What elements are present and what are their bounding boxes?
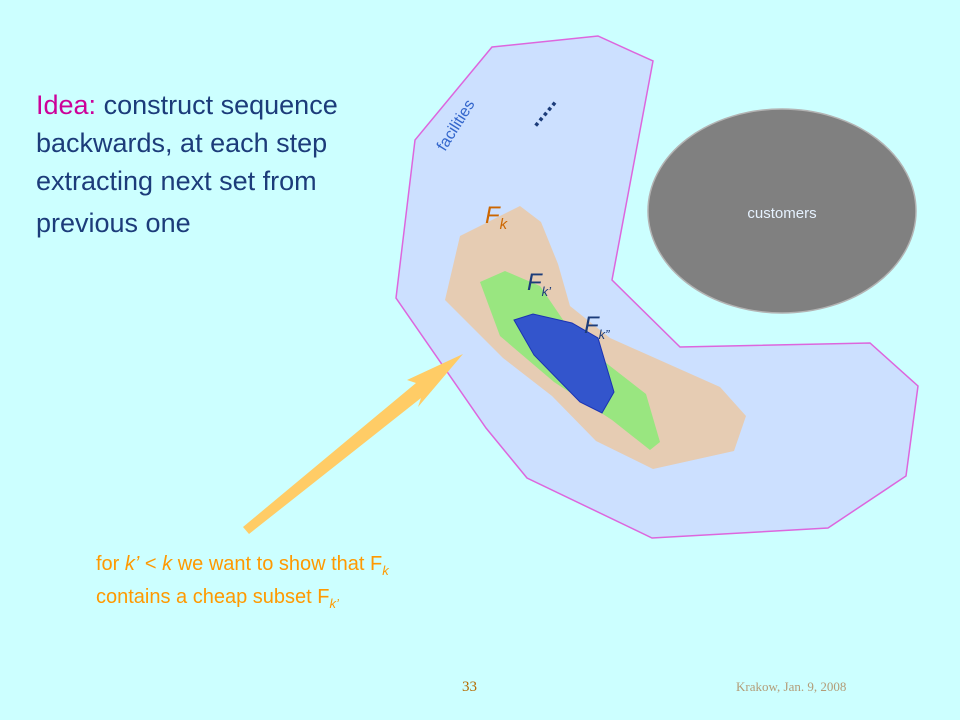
fk-prime-label-sub: k’ xyxy=(542,284,553,299)
bottom-note: for k’ < k we want to show that Fk conta… xyxy=(96,551,516,617)
bottom-note-line-2: contains a cheap subset Fk’ xyxy=(96,584,516,617)
fk-double-prime-region xyxy=(513,313,615,414)
note-part-2: < xyxy=(139,553,163,575)
idea-text-block: Idea: construct sequence backwards, at e… xyxy=(36,86,416,242)
arrow-pointer xyxy=(243,354,463,534)
fk-double-prime-label: Fk” xyxy=(584,312,610,342)
customers-region xyxy=(647,108,917,314)
note-part-1: for xyxy=(96,553,125,575)
idea-line-1: Idea: construct sequence xyxy=(36,86,416,124)
fk-label-sub: k xyxy=(500,216,509,233)
fk-label: Fk xyxy=(485,202,509,233)
customers-label: customers xyxy=(747,205,816,222)
page-number: 33 xyxy=(462,679,477,695)
note-sub-k-prime: k’ xyxy=(329,596,339,611)
idea-line-2: backwards, at each step xyxy=(36,128,328,158)
note-line-2-text: contains a cheap subset F xyxy=(96,586,330,608)
fk-double-prime-label-letter: F xyxy=(584,312,600,339)
note-part-3: we want to show that F xyxy=(172,553,383,575)
note-sub-k: k xyxy=(382,563,389,578)
note-k: k xyxy=(162,553,173,575)
idea-line-3: extracting next set from xyxy=(36,166,317,196)
note-k-prime: k’ xyxy=(124,553,140,575)
bottom-note-line-1: for k’ < k we want to show that Fk xyxy=(96,551,516,584)
fk-label-letter: F xyxy=(485,202,501,229)
footer-date: Krakow, Jan. 9, 2008 xyxy=(736,679,847,694)
idea-label: Idea: xyxy=(36,90,97,120)
fk-double-prime-label-sub: k” xyxy=(599,327,611,342)
idea-line-4: previous one xyxy=(36,208,191,238)
fk-prime-label: Fk’ xyxy=(527,269,552,299)
facilities-region xyxy=(395,35,919,539)
idea-line-1-text: construct sequence xyxy=(103,90,338,120)
fk-prime-label-letter: F xyxy=(527,269,543,296)
